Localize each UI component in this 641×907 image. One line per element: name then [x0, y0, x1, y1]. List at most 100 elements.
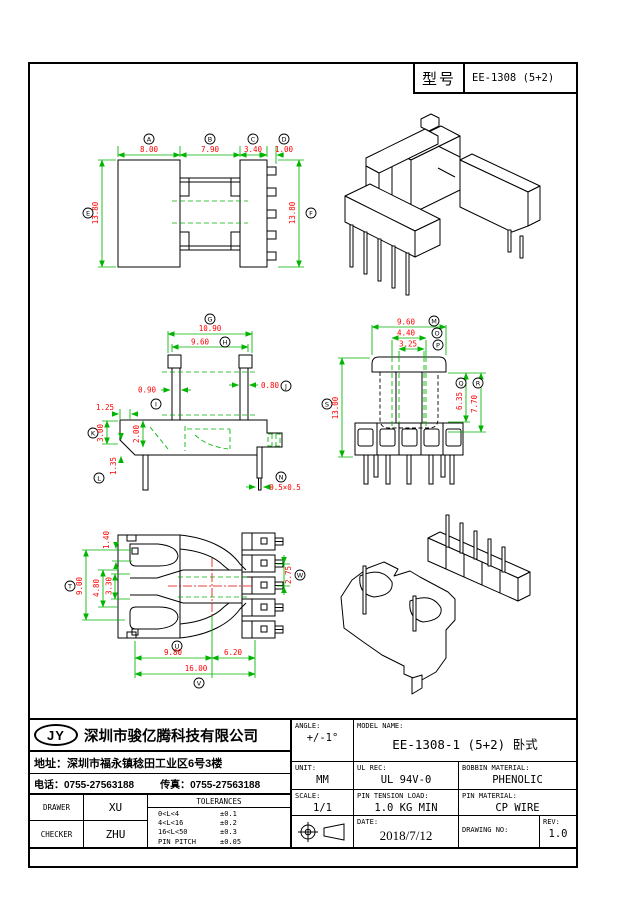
- dim-slot: 1.40: [102, 530, 111, 549]
- tol-value: ±0.3: [220, 828, 237, 837]
- dim-s-letter: S: [325, 400, 329, 408]
- tol-value: ±0.2: [220, 819, 237, 828]
- drawing-no-label: DRAWING NO:: [462, 826, 509, 834]
- tol-range: PIN PITCH: [158, 837, 196, 846]
- model-name-cell: MODEL NAME: EE-1308-1 (5+2) 卧式: [354, 720, 576, 761]
- dim-h-value: 9.60: [191, 338, 210, 347]
- row-unit: UNIT: MM UL REC:UL 94V-0 BOBBIN MATERIAL:…: [292, 762, 576, 790]
- fax: 传真：0755-27563188: [160, 776, 260, 791]
- tol-range: 4<L<16: [158, 819, 184, 828]
- dim-480: 4.80: [92, 578, 101, 597]
- dim-k-value: 3.00: [96, 423, 105, 442]
- tol-value: ±0.1: [220, 809, 237, 818]
- row-scale: SCALE:1/1 PIN TENSION LOAD:1.0 KG MIN PI…: [292, 790, 576, 816]
- date-label: DATE:: [357, 818, 379, 826]
- title-block: JY 深圳市骏亿腾科技有限公司 地址： 深圳市福永镇稔田工业区6号3楼 电话：0…: [28, 718, 578, 849]
- dim-c-letter: C: [251, 135, 256, 143]
- dim-o-value: 4.40: [397, 329, 416, 338]
- front-hidden-flange: [379, 372, 439, 429]
- model-name-label: MODEL NAME:: [357, 722, 404, 730]
- dim-v-value: 16.00: [185, 664, 208, 673]
- scale-label: SCALE:: [295, 792, 321, 800]
- dim-w-letter: W: [297, 571, 304, 579]
- dim-g-letter: G: [207, 315, 212, 323]
- checker-value: ZHU: [84, 821, 148, 847]
- unit-cell: UNIT: MM: [292, 762, 354, 789]
- pin-tension-label: PIN TENSION LOAD:: [357, 792, 429, 800]
- dim-c-value: 3.40: [244, 145, 263, 154]
- front-base: [354, 422, 464, 456]
- model-label: 型号: [415, 64, 465, 92]
- tolerances-rows: 0<L<4 ±0.1 4<L<16 ±0.2 16<L<50 ±0.3 PIN PIT…: [148, 808, 290, 847]
- dim-m-letter: M: [431, 317, 437, 325]
- fax-label: 传真：: [160, 780, 191, 791]
- unit-label: UNIT:: [295, 764, 317, 772]
- front-pins: [363, 454, 455, 485]
- company-name: 深圳市骏亿腾科技有限公司: [84, 728, 258, 745]
- side-centerlines: [172, 200, 248, 224]
- dim-o-letter: O: [434, 329, 439, 337]
- projection-symbol-icon: [297, 821, 344, 842]
- side-pin: [266, 166, 277, 176]
- angle-label: ANGLE:: [295, 722, 321, 730]
- scale-cell: SCALE:1/1: [292, 790, 354, 815]
- dim-v-letter: V: [197, 679, 202, 687]
- top-barrel: [183, 569, 242, 604]
- dim-n-value: 0.5×0.5: [269, 483, 301, 492]
- title-block-left: JY 深圳市骏亿腾科技有限公司 地址： 深圳市福永镇稔田工业区6号3楼 电话：0…: [30, 720, 292, 847]
- address-row: 地址： 深圳市福永镇稔田工业区6号3楼: [30, 752, 290, 774]
- dim-u-value: 9.80: [164, 648, 183, 657]
- dim-b-letter: B: [208, 135, 212, 143]
- drawing-no-cell: DRAWING NO:: [459, 816, 540, 847]
- drawer-label: DRAWER: [30, 795, 84, 821]
- bobbin-material-label: BOBBIN MATERIAL:: [462, 764, 530, 772]
- dim-a-value: 8.00: [140, 145, 159, 154]
- bobbin-material-value: PHENOLIC: [492, 774, 543, 786]
- people-grid: DRAWER XU CHECKER ZHU TOLERANCES 0<L<4±0…: [30, 795, 290, 847]
- phone-row: 电话：0755-27563188 传真：0755-27563188: [30, 774, 290, 795]
- address-label: 地址：: [34, 757, 67, 770]
- section-base: [119, 419, 283, 456]
- dim-top-inset: 1.25: [96, 403, 114, 412]
- tolerance-row: 4<L<16 ±0.2: [158, 819, 284, 828]
- model-name-value: EE-1308-1 (5+2) 卧式: [392, 737, 538, 752]
- dim-u-letter: U: [175, 642, 180, 650]
- tolerance-row: 0<L<4 ±0.1: [158, 810, 284, 819]
- section-right-wall: [239, 367, 249, 421]
- iso-pins: [349, 224, 524, 296]
- iso-top-tab: [420, 113, 440, 132]
- model-value: EE-1308 (5+2): [472, 72, 555, 84]
- top-flange-plate: [117, 534, 181, 639]
- side-left-flange: [117, 159, 181, 268]
- dim-h-letter: H: [223, 338, 228, 346]
- pin-tension-cell: PIN TENSION LOAD:1.0 KG MIN: [354, 790, 459, 815]
- dim-d-letter: D: [281, 135, 286, 143]
- unit-value: MM: [316, 774, 329, 786]
- iso2-pins-left: [362, 565, 417, 632]
- top-pin-header: [241, 532, 284, 639]
- fax-value: 0755-27563188: [190, 780, 261, 791]
- dim-g-value: 10.90: [199, 324, 222, 333]
- tol-range: 0<L<4: [158, 809, 180, 818]
- rev-label: REV:: [543, 818, 560, 826]
- iso-mount-plate: [459, 159, 529, 233]
- ul-cell: UL REC:UL 94V-0: [354, 762, 459, 789]
- phone-value: 0755-27563188: [64, 780, 135, 791]
- dim-a-letter: A: [147, 135, 152, 143]
- drawing-canvas: A B C D E F 8.00 7.90 3.40 1.00 13.80 13…: [64, 113, 541, 695]
- title-block-right: ANGLE:+/-1° MODEL NAME: EE-1308-1 (5+2) 卧…: [292, 720, 576, 847]
- ul-value: UL 94V-0: [380, 774, 432, 786]
- tol-range: 16<L<50: [158, 828, 188, 837]
- dim-q-letter: Q: [458, 379, 463, 387]
- company-row: JY 深圳市骏亿腾科技有限公司: [30, 720, 290, 752]
- drawer-value: XU: [84, 795, 148, 821]
- dim-n-letter: N: [279, 473, 284, 481]
- tolerances-title: TOLERANCES: [148, 795, 290, 808]
- angle-cell: ANGLE:+/-1°: [292, 720, 354, 761]
- dim-t-value: 9.00: [75, 576, 84, 595]
- view-section: G H I J K L N 10.90 9.60 0.90 0.80 1.25 …: [87, 313, 301, 492]
- pin-material-cell: PIN MATERIAL:CP WIRE: [459, 790, 576, 815]
- front-top-cap: [371, 356, 447, 373]
- view-iso-top: [344, 113, 541, 296]
- tolerance-row: 16<L<50 ±0.3: [158, 828, 284, 837]
